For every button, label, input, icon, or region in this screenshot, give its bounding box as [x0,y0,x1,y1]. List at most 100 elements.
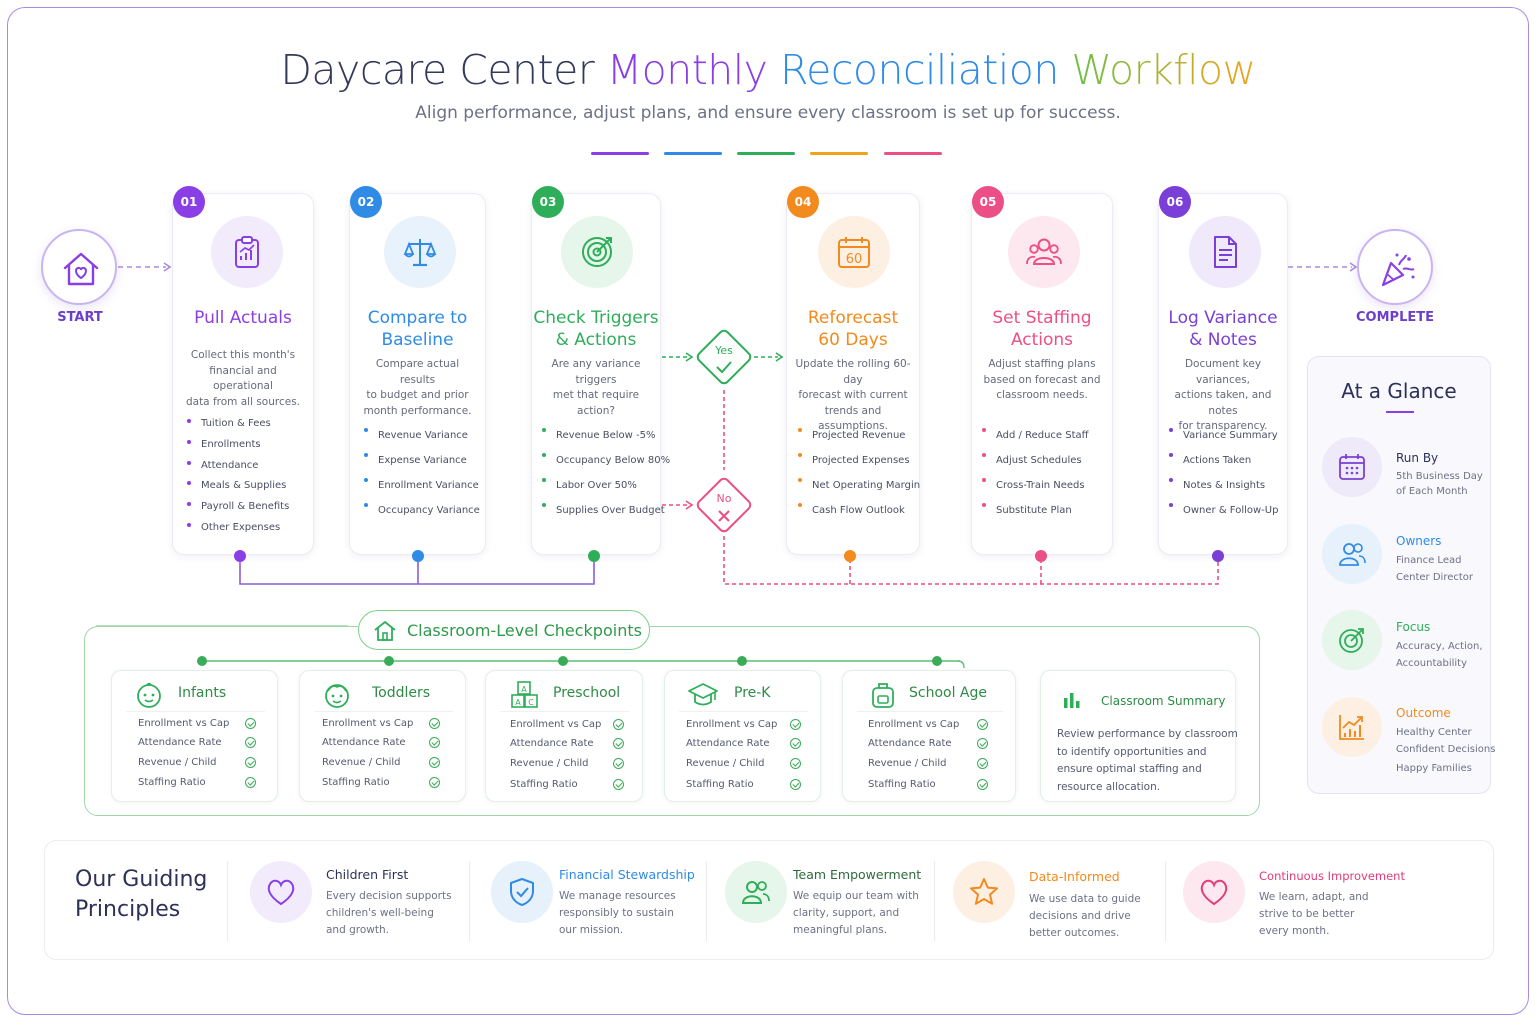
desc-line: for transparency. [1178,420,1268,432]
desc-line: forecast with current [798,389,908,401]
checkpoint-dot [932,656,942,666]
step-icon-circle [561,216,633,288]
principle-line: strive to be better [1259,908,1355,920]
step-title-line: Reforecast [807,308,899,328]
list-item: Adjust Schedules [982,448,1089,473]
step-number-badge: 05 [972,186,1004,218]
summary-line: Review performance by classroom [1057,728,1238,740]
classroom-checkpoints-header: Classroom-Level Checkpoints [358,610,650,650]
school-house-icon [374,621,396,641]
principle-icon-circle [1183,861,1245,923]
start-node [41,229,117,305]
principle-line: Every decision supports [326,890,452,902]
check-icon [716,361,732,374]
checkpoint-row-label: Attendance Rate [510,738,594,749]
principle-icon-circle [250,861,312,923]
step-title: Set Staffing Actions [972,307,1112,351]
glance-icon-circle [1322,524,1382,584]
step-description: Update the rolling 60-day forecast with … [787,357,919,435]
principle-line: our mission. [559,924,624,936]
step-card-log-variance: Log Variance & Notes Document key varian… [1158,193,1288,555]
checkpoint-dot [197,656,207,666]
step-connector-dot [1212,550,1224,562]
checkpoint-row-label: Attendance Rate [868,738,952,749]
principle-line: We manage resources [559,890,676,902]
checkpoint-row-label: Enrollment vs Cap [322,718,414,729]
list-item: Meals & Supplies [187,476,289,497]
principle-text: We manage resources responsibly to susta… [559,888,676,939]
decision-yes-label: Yes [715,344,733,357]
glance-item-text: Confident Decisions [1396,744,1496,755]
step-item-list: Projected Revenue Projected Expenses Net… [798,423,920,523]
summary-line: ensure optimal staffing and [1057,763,1202,775]
step-card-pull-actuals: Pull Actuals Collect this month's financ… [172,193,314,555]
divider [314,711,453,712]
step-item-list: Revenue Variance Expense Variance Enroll… [364,423,480,523]
principle-title: Children First [326,867,409,882]
step-title-line: Check Triggers [533,308,659,328]
abc-blocks-icon: A A C [511,681,538,708]
step-connector-dot [234,550,246,562]
desc-line: actions taken, and notes [1174,389,1272,417]
divider-segment [591,152,649,155]
desc-line: trends and assumptions. [818,404,888,433]
desc-line: Update the rolling 60-day [795,358,911,386]
backpack-icon [872,683,894,708]
at-a-glance-title: At a Glance [1341,379,1457,403]
classroom-name: Toddlers [372,685,431,701]
step-icon-circle [384,216,456,288]
divider-segment [664,152,722,155]
list-item: Enrollment Variance [364,473,480,498]
check-circle-icon [790,758,801,769]
classroom-summary-card: Classroom Summary Review performance by … [1040,670,1238,802]
summary-line: resource allocation. [1057,780,1161,793]
checkpoint-dot [558,656,568,666]
check-circle-icon [429,757,440,768]
checkpoint-row-label: Staffing Ratio [868,779,936,790]
check-circle-icon [429,737,440,748]
heart-icon [267,879,295,906]
glance-item-title: Run By [1396,451,1439,465]
step-icon-circle: 60 [818,216,890,288]
party-popper-icon [1381,253,1415,287]
divider [1165,861,1166,941]
heart-icon [1200,879,1228,906]
step-card-compare-baseline: Compare to Baseline Compare actual resul… [349,193,486,555]
divider-segment [737,152,795,155]
classroom-checkpoints-title: Classroom-Level Checkpoints [407,620,642,640]
check-circle-icon [429,777,440,788]
list-item: Projected Revenue [798,423,920,448]
step-title-line: 60 Days [818,330,888,350]
title-underline [1386,411,1414,413]
check-circle-icon [245,718,256,729]
shield-check-icon [510,878,534,906]
classroom-summary-title: Classroom Summary [1101,694,1226,708]
glance-icon-circle [1322,697,1382,757]
principle-line: meaningful plans. [793,924,888,936]
checkpoint-row-label: Enrollment vs Cap [138,718,230,729]
list-item: Labor Over 50% [542,473,670,498]
principle-icon-circle [953,861,1015,923]
step-connector-dot [588,550,600,562]
toddler-icon [325,684,349,708]
desc-line: classroom needs. [996,389,1088,401]
svg-text:60: 60 [846,252,863,267]
step-title-line: Set Staffing [992,308,1092,328]
divider-segment [810,152,868,155]
checkpoint-row-label: Enrollment vs Cap [510,719,602,730]
checkpoint-row-label: Enrollment vs Cap [686,719,778,730]
house-heart-icon [63,252,99,286]
title-word-workflow: Workflow [1071,46,1256,94]
classroom-card-header: School Age [843,681,1015,709]
principle-financial-stewardship: Financial Stewardship We manage resource… [491,861,711,941]
principle-title: Continuous Improvement [1259,869,1405,883]
list-item: Cross-Train Needs [982,473,1089,498]
step-card-check-triggers: Check Triggers & Actions Are any varianc… [531,193,670,555]
list-item: Attendance [187,456,289,477]
list-item: Payroll & Benefits [187,497,289,518]
step-item-list: Variance Summary Actions Taken Notes & I… [1169,423,1278,523]
complete-label: COMPLETE [1356,310,1434,325]
page-frame [7,7,1529,1015]
principle-line: responsibly to sustain [559,907,674,919]
title-word-daycare: Daycare Center [280,46,595,94]
